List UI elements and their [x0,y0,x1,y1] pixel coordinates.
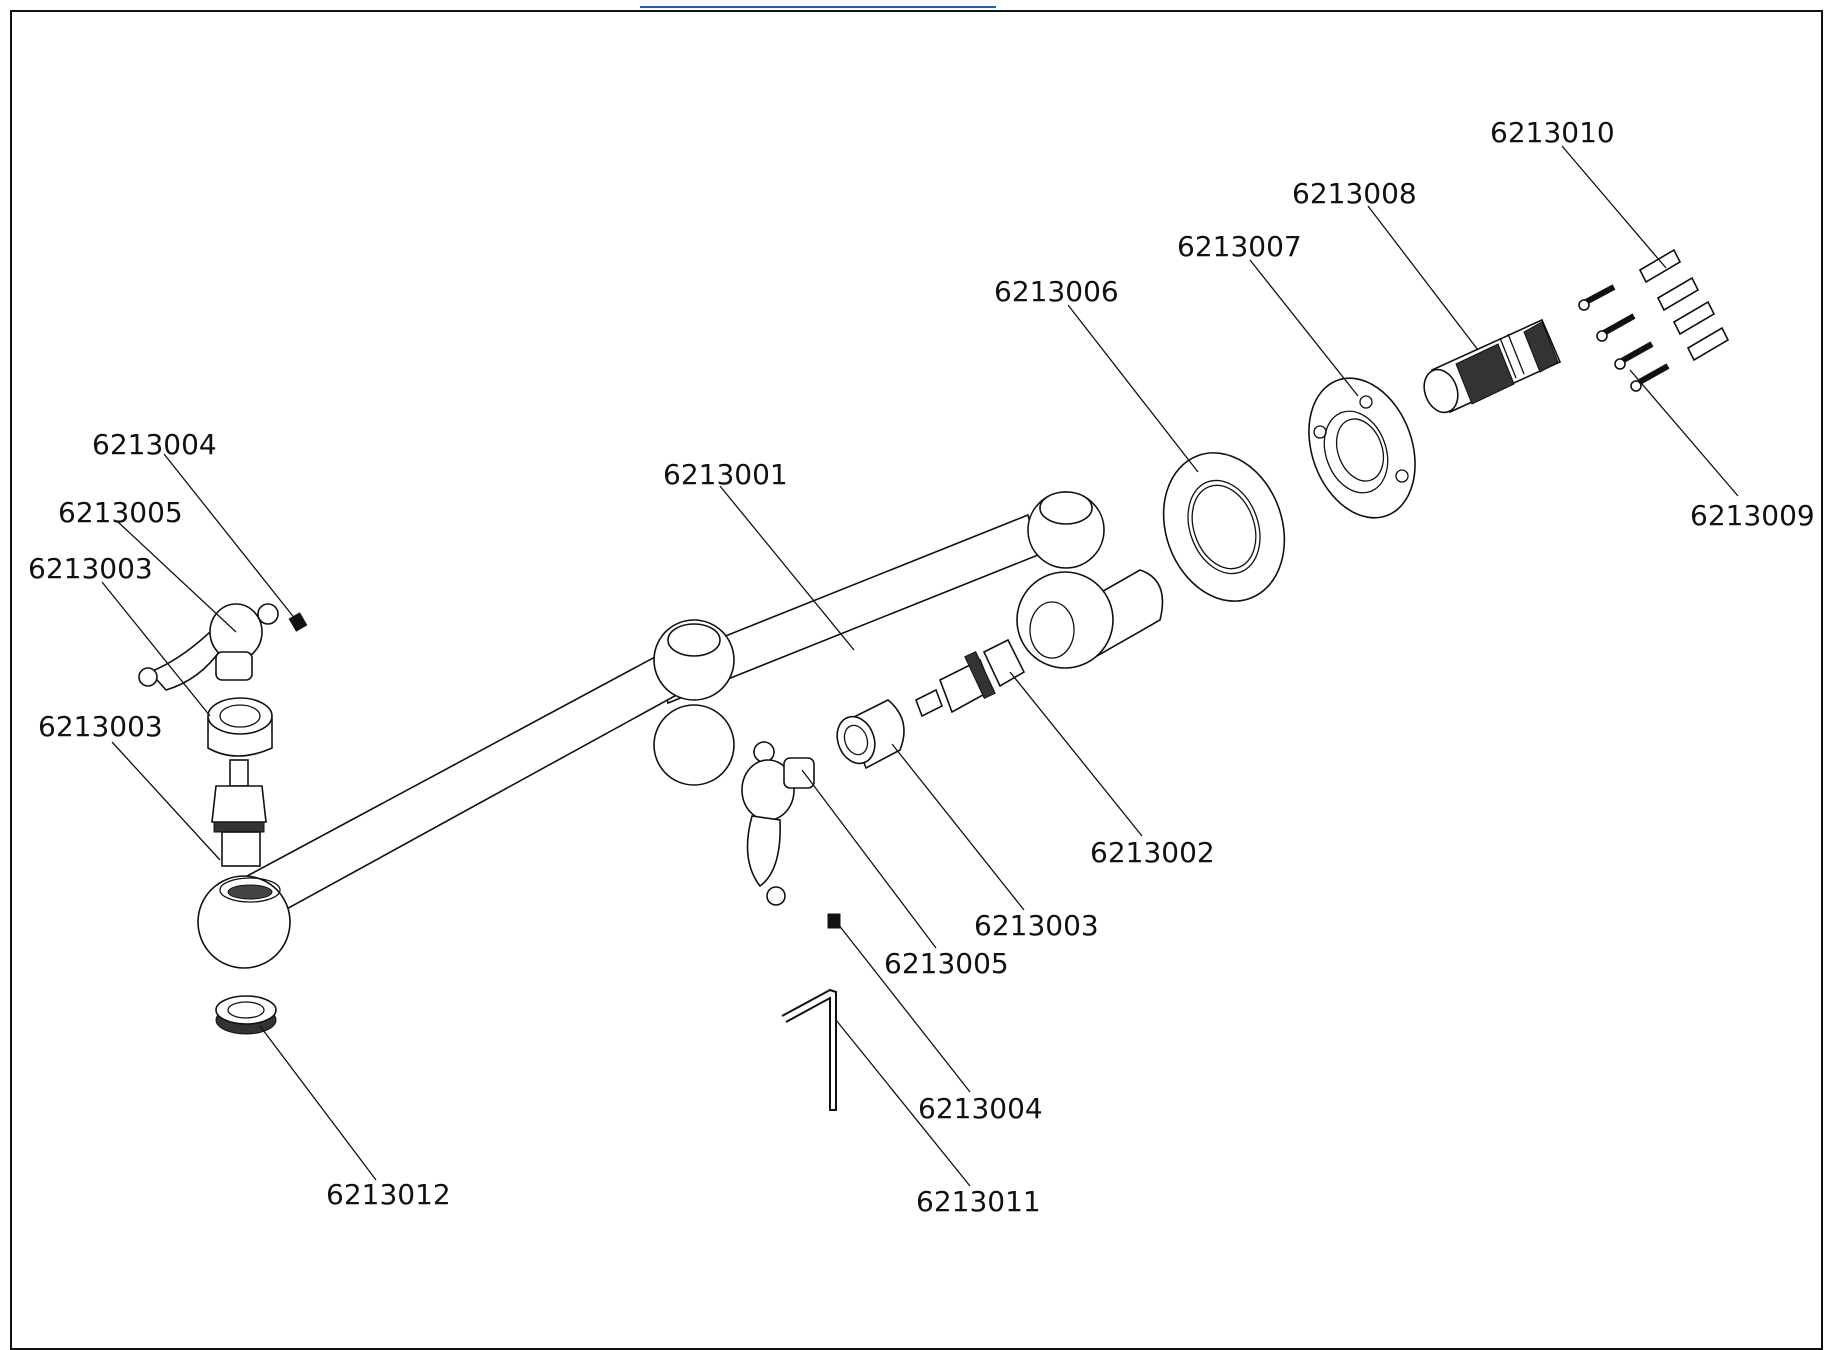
cap-right-6213003 [836,699,905,770]
leader-lines [101,145,1739,1187]
callout-6213005-left: 6213005 [58,496,183,529]
callout-labels: 6213010 6213008 6213007 6213006 6213009 … [28,116,1815,1218]
callout-6213005-right: 6213005 [884,947,1009,980]
swivel-joint-middle [653,619,735,786]
callout-6213008: 6213008 [1292,177,1417,210]
callout-6213004-left: 6213004 [92,428,217,461]
callout-6213011: 6213011 [916,1185,1041,1218]
mounting-plate-6213007 [1308,377,1416,519]
bolts-6213009 [1578,284,1670,392]
handle-left-6213005 [138,603,279,691]
set-screw-right-6213004 [827,913,841,929]
callout-6213002: 6213002 [1090,836,1215,869]
aerator-6213012 [215,995,277,1035]
callout-6213007: 6213007 [1177,230,1302,263]
wall-flange-6213006 [1162,452,1286,602]
callout-6213003-top-left: 6213003 [28,552,153,585]
callout-6213004-right: 6213004 [918,1092,1043,1125]
callout-6213003-mid-left: 6213003 [38,710,163,743]
wall-anchors-6213010 [1638,248,1730,362]
threaded-nipple-6213008 [1423,318,1562,414]
cap-left-6213003 [207,697,273,757]
spout-arm-part [235,513,1039,930]
callout-6213009: 6213009 [1690,499,1815,532]
swivel-ball-left [197,875,291,969]
cartridge-left-6213003 [211,759,267,867]
cartridge-right-6213002 [914,638,1026,718]
callout-6213001: 6213001 [663,458,788,491]
top-link-underline[interactable] [640,0,996,8]
handle-right-6213005 [741,741,815,906]
callout-6213012: 6213012 [326,1178,451,1211]
callout-6213010: 6213010 [1490,116,1615,149]
swivel-joint-right [1016,491,1164,669]
hex-key-6213011 [781,988,837,1111]
callout-6213003-right: 6213003 [974,909,1099,942]
callout-6213006: 6213006 [994,275,1119,308]
